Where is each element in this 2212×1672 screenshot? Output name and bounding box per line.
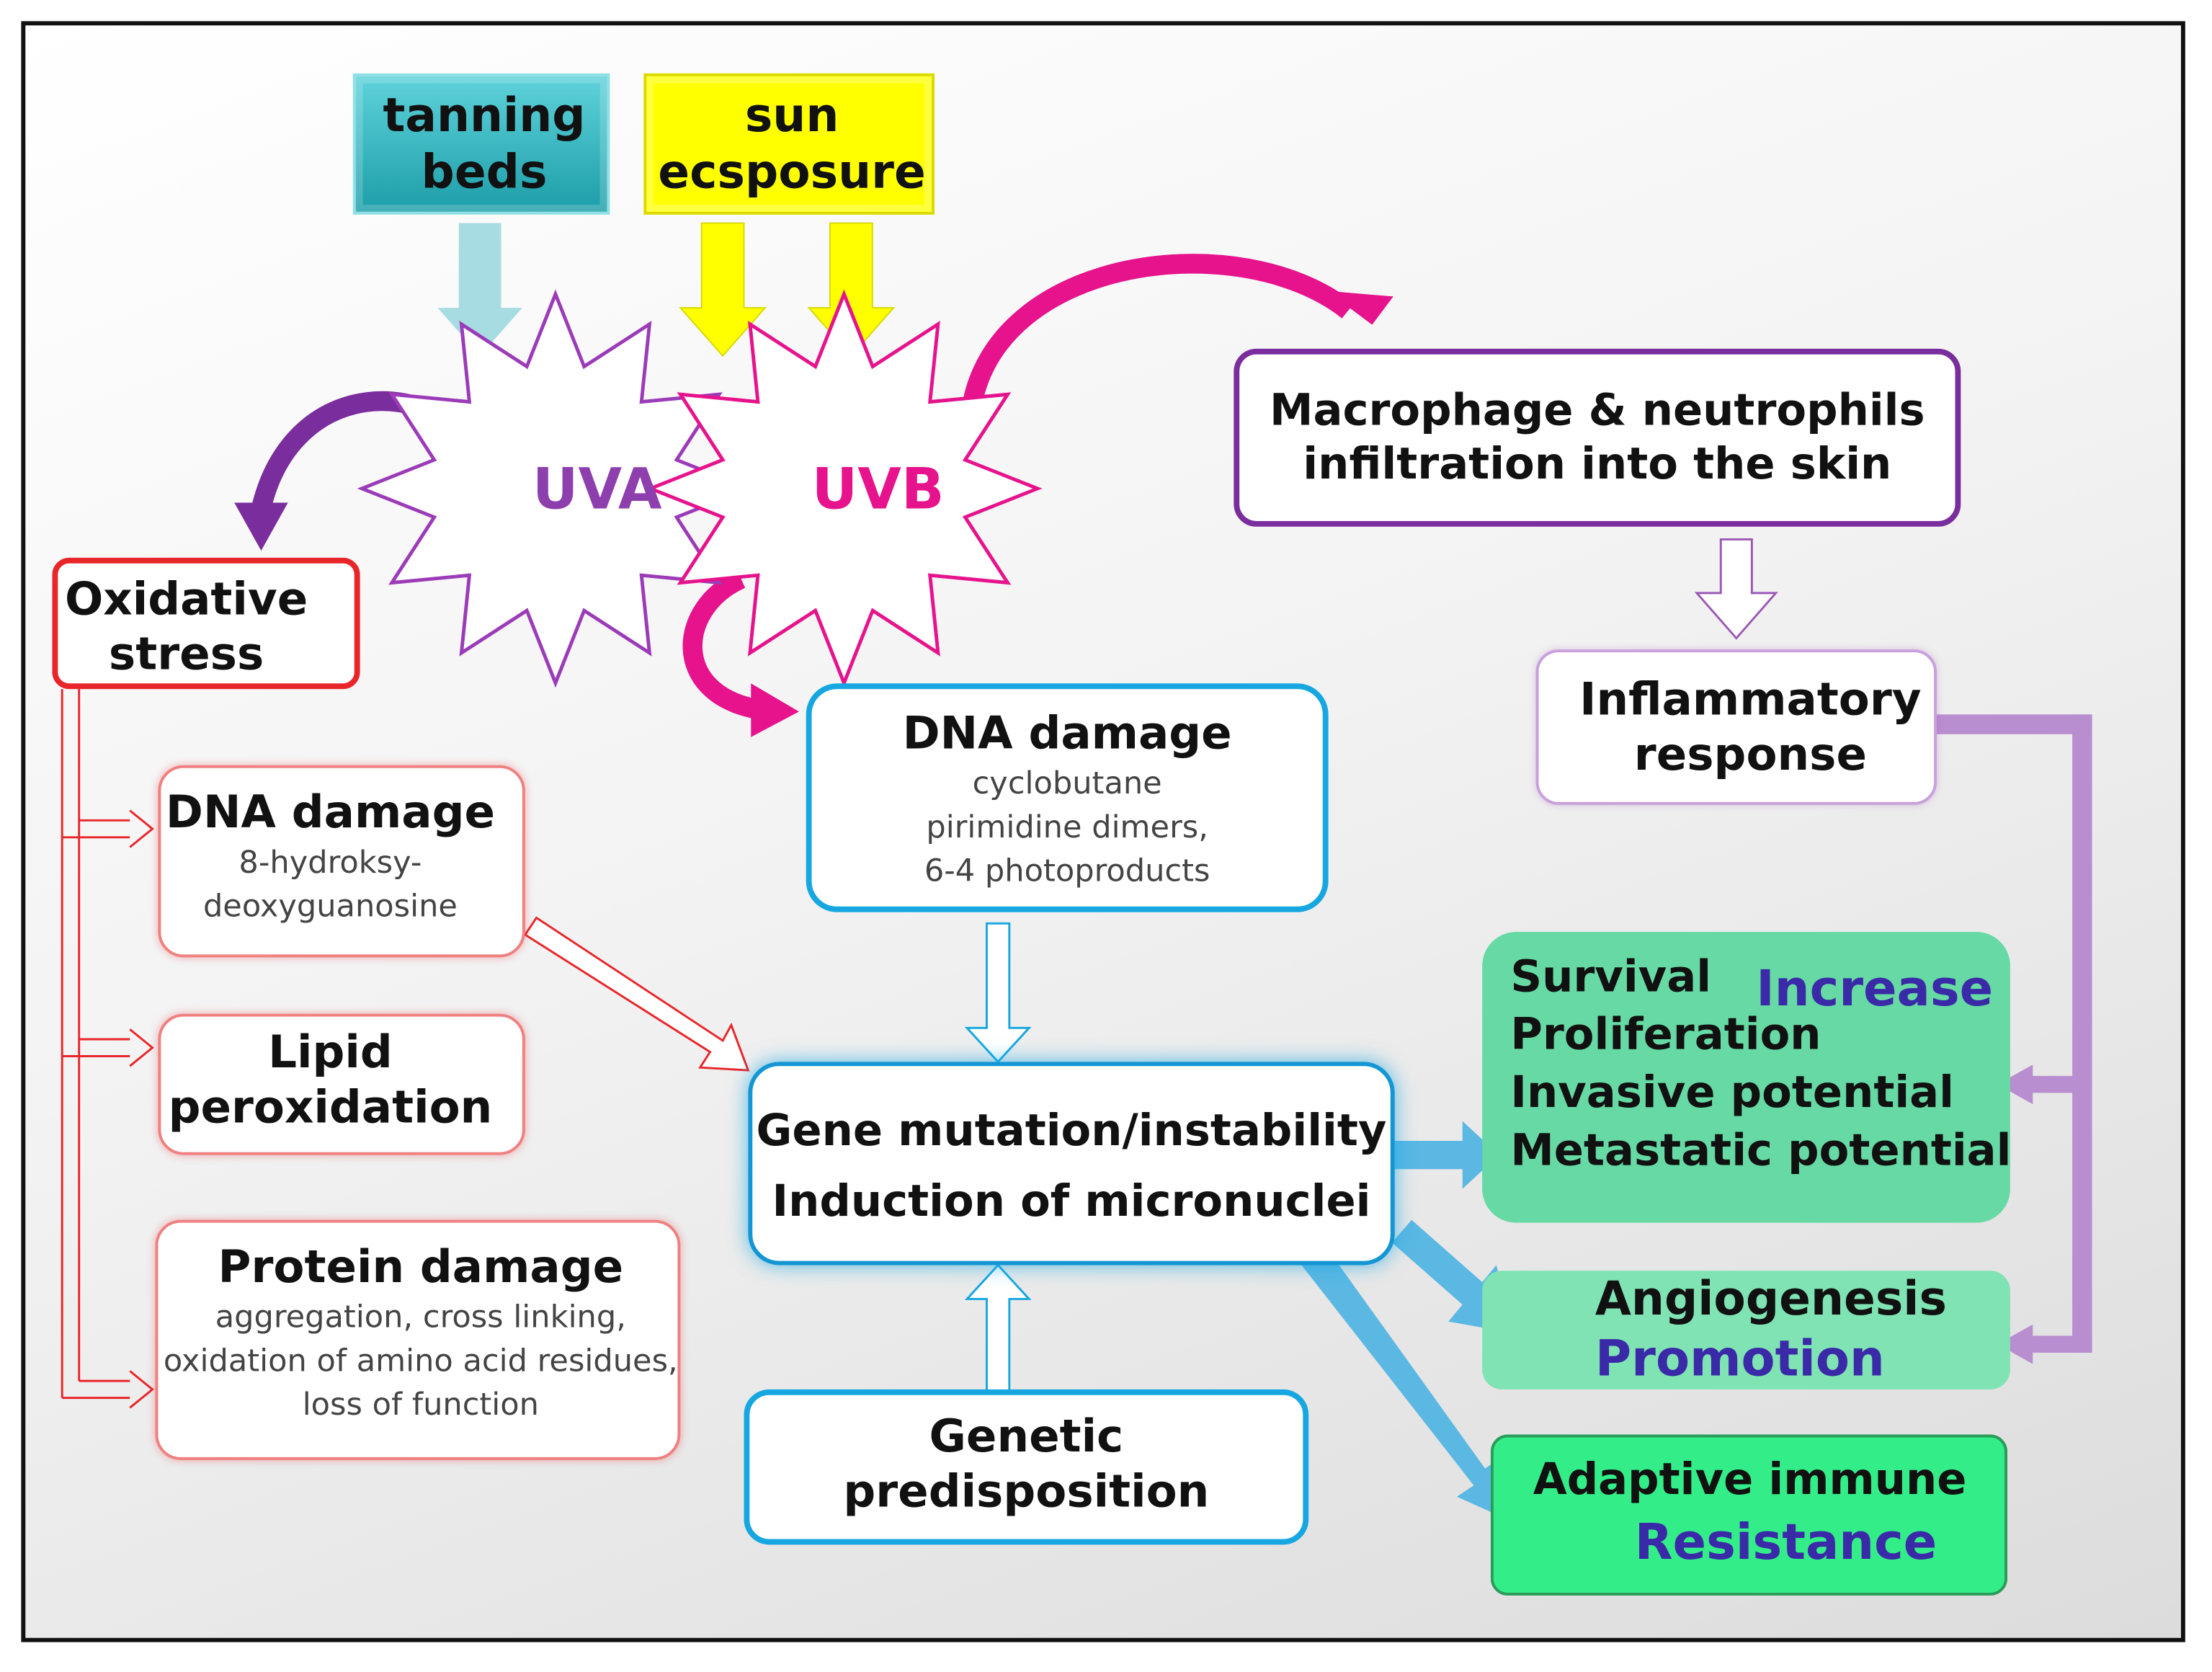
left-dna-sub-line1: 8-hydroksy- bbox=[238, 845, 422, 881]
center-dna-to-gene-arrow bbox=[964, 922, 1032, 1064]
protein-sub-line2: oxidation of amino acid residues, bbox=[163, 1343, 678, 1379]
oxidative-label-line1: Oxidative bbox=[64, 572, 308, 626]
inflammatory-response-box: Inflammatory response bbox=[1535, 649, 1937, 805]
genetic-label-line1: Genetic bbox=[929, 1409, 1124, 1463]
uvb-to-macrophage-head bbox=[1326, 290, 1393, 325]
gene-label-line1: Gene mutation/instability bbox=[756, 1106, 1387, 1157]
lipid-peroxidation-box: Lipid peroxidation bbox=[158, 1013, 525, 1155]
genetic-label-line2: predisposition bbox=[843, 1464, 1210, 1518]
uvb-to-dna-head bbox=[751, 683, 799, 737]
oxidative-stress-box: Oxidative stress bbox=[52, 557, 360, 690]
lipid-label-line1: Lipid bbox=[268, 1025, 393, 1079]
survival-item-1: Survival bbox=[1510, 951, 1712, 1003]
angiogenesis-title: Angiogenesis bbox=[1595, 1271, 1947, 1326]
protein-sub-line1: aggregation, cross linking, bbox=[215, 1300, 626, 1336]
resistance-tag: Resistance bbox=[1634, 1515, 1937, 1572]
genetic-predisposition-box: Genetic predisposition bbox=[744, 1389, 1309, 1545]
protein-sub-line3: loss of function bbox=[302, 1387, 539, 1423]
promotion-tag: Promotion bbox=[1595, 1331, 1885, 1388]
left-dna-damage-box: DNA damage 8-hydroksy- deoxyguanosine bbox=[158, 765, 525, 958]
center-dna-sub-line2: pirimidine dimers, bbox=[926, 810, 1208, 846]
sun-down-arrow-right bbox=[807, 222, 896, 357]
macrophage-label-line2: infiltration into the skin bbox=[1303, 438, 1892, 490]
uvb-to-macrophage-curve bbox=[961, 254, 1355, 412]
macrophage-to-inflammatory-arrow bbox=[1694, 538, 1778, 640]
uvb-starburst bbox=[646, 289, 1043, 688]
center-dna-damage-box: DNA damage cyclobutane pirimidine dimers… bbox=[806, 683, 1329, 912]
protein-damage-box: Protein damage aggregation, cross linkin… bbox=[155, 1219, 681, 1460]
tanning-label-line1: tanning bbox=[383, 87, 586, 143]
inflammatory-label-line2: response bbox=[1633, 727, 1867, 781]
center-dna-title: DNA damage bbox=[902, 706, 1232, 760]
center-dna-sub-line3: 6-4 photoproducts bbox=[924, 853, 1210, 889]
uva-label: UVA bbox=[532, 456, 662, 522]
adaptive-immune-box: Adaptive immune Resistance bbox=[1490, 1434, 2007, 1596]
genetic-to-gene-arrow bbox=[964, 1263, 1032, 1394]
macrophage-label-line1: Macrophage & neutrophils bbox=[1270, 385, 1925, 437]
sun-label-line1: sun bbox=[744, 87, 839, 143]
gene-label-line2: Induction of micronuclei bbox=[772, 1175, 1371, 1227]
survival-item-3: Invasive potential bbox=[1510, 1067, 1954, 1119]
survival-box: Survival Proliferation Invasive potentia… bbox=[1482, 932, 2011, 1223]
uvb-label: UVB bbox=[812, 456, 945, 522]
macrophage-box: Macrophage & neutrophils infiltration in… bbox=[1234, 348, 1961, 527]
angiogenesis-box: Angiogenesis Promotion bbox=[1482, 1271, 2010, 1389]
tanning-beds-box: tanning beds bbox=[352, 73, 610, 215]
left-dna-title: DNA damage bbox=[165, 785, 495, 839]
left-dna-to-gene-arrow bbox=[523, 916, 750, 1072]
inflammatory-bracket bbox=[1937, 714, 2092, 1364]
left-dna-sub-line2: deoxyguanosine bbox=[202, 889, 458, 925]
gene-mutation-box: Gene mutation/instability Induction of m… bbox=[748, 1062, 1395, 1266]
survival-item-2: Proliferation bbox=[1510, 1009, 1821, 1061]
sun-down-arrow-left bbox=[679, 222, 767, 357]
survival-item-4: Metastatic potential bbox=[1510, 1124, 2012, 1176]
lipid-label-line2: peroxidation bbox=[168, 1080, 493, 1134]
sun-label-line2: ecsposure bbox=[658, 144, 926, 200]
increase-tag: Increase bbox=[1756, 961, 1994, 1018]
uvb-to-dna-curve bbox=[682, 569, 758, 719]
adaptive-immune-title: Adaptive immune bbox=[1533, 1454, 1967, 1506]
inflammatory-label-line1: Inflammatory bbox=[1579, 672, 1922, 726]
oxidative-branch-tree bbox=[61, 689, 154, 1409]
gene-to-survival-arrow bbox=[1394, 1121, 1499, 1189]
gene-to-immune-arrow bbox=[1301, 1248, 1514, 1523]
uva-to-oxidative-head bbox=[234, 502, 288, 551]
oxidative-label-line2: stress bbox=[108, 626, 264, 681]
center-dna-sub-line1: cyclobutane bbox=[972, 766, 1162, 802]
protein-title: Protein damage bbox=[218, 1240, 624, 1294]
sun-exposure-box: sun ecsposure bbox=[643, 73, 935, 215]
uva-starburst bbox=[357, 289, 754, 688]
tanning-label-line2: beds bbox=[421, 144, 548, 200]
